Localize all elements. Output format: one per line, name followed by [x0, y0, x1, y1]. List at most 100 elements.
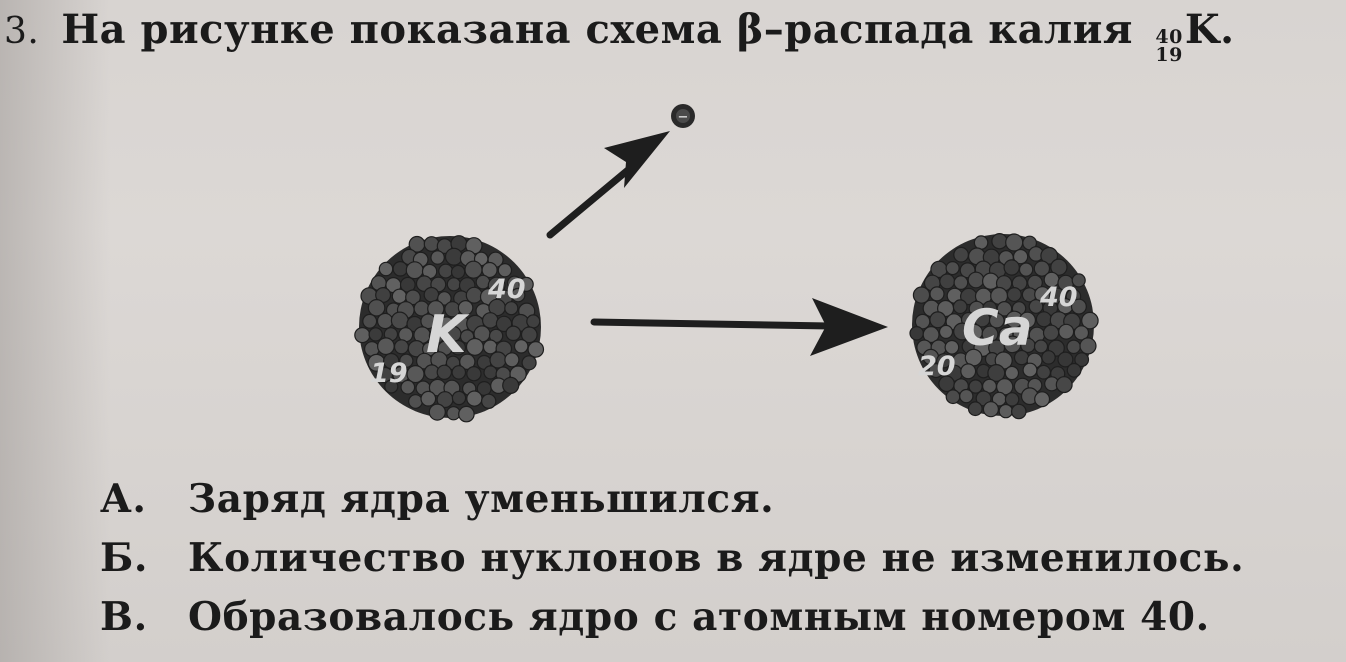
nucleon: [909, 325, 924, 341]
answer-letter: Б.: [100, 535, 149, 581]
nucleon: [406, 365, 425, 384]
nucleon: [466, 390, 483, 407]
nucleon: [377, 337, 395, 356]
nucleon: [960, 363, 977, 380]
nucleon: [1071, 273, 1086, 288]
answer-text: Заряд ядра уменьшился.: [188, 476, 775, 522]
potassium-atomic-number: 19: [370, 358, 408, 389]
nucleon: [420, 313, 437, 330]
nucleon: [953, 246, 969, 263]
page-shadow: [0, 0, 110, 662]
question-text: 3.На рисунке показана схема β–распада ка…: [4, 6, 1235, 66]
nucleon: [383, 352, 400, 370]
nucleon: [451, 365, 467, 380]
nucleon: [481, 261, 498, 279]
electron-charge-sign: −: [678, 110, 689, 125]
nucleon: [390, 311, 409, 330]
electron-emission-arrow: [546, 131, 670, 239]
nucleon: [936, 353, 952, 369]
nucleon: [450, 339, 466, 356]
nucleon: [400, 379, 416, 395]
reaction-arrow: [590, 298, 888, 356]
nucleon: [1079, 337, 1097, 355]
nucleon: [959, 388, 974, 404]
nucleon: [1018, 311, 1037, 329]
nucleon: [362, 313, 378, 329]
nucleon: [518, 276, 534, 292]
answer-text: Количество нуклонов в ядре не изменилось…: [188, 535, 1245, 581]
nucleon: [428, 403, 446, 421]
nucleon: [1033, 260, 1051, 277]
nucleon: [1057, 351, 1074, 368]
nucleon: [393, 339, 410, 355]
nuclide-symbol: K: [1184, 6, 1221, 53]
nucleon: [1003, 259, 1020, 276]
answer-letter: В.: [100, 594, 148, 640]
nucleon: [1004, 365, 1020, 381]
nucleon: [457, 299, 474, 316]
nucleon: [446, 277, 461, 292]
nucleon: [444, 247, 463, 266]
nucleon: [1055, 376, 1073, 394]
nucleon: [423, 236, 440, 252]
calcium-nucleons: [909, 232, 1099, 420]
potassium-symbol: K: [426, 305, 470, 365]
nucleon: [996, 300, 1013, 317]
nucleon: [945, 389, 961, 405]
nucleon: [458, 405, 475, 423]
nucleon: [513, 338, 529, 354]
nucleon: [1050, 258, 1068, 276]
nucleon: [1035, 311, 1053, 328]
calcium-symbol: Ca: [962, 299, 1032, 357]
nucleon: [427, 300, 445, 318]
nucleon: [408, 394, 423, 409]
nucleon: [967, 401, 983, 417]
nucleon: [982, 300, 998, 316]
nucleon: [929, 286, 945, 302]
nuclide-notation: 40 19 K.: [1155, 6, 1234, 66]
nucleon: [504, 352, 520, 368]
nucleon: [420, 390, 437, 407]
question-number: 3.: [4, 11, 40, 52]
nucleon: [354, 327, 371, 344]
nucleon: [945, 261, 960, 276]
nucleon: [510, 287, 526, 303]
nucleon: [939, 273, 956, 290]
nucleon: [384, 379, 399, 394]
electron-icon: −: [671, 104, 695, 128]
nucleon: [1006, 287, 1022, 303]
nucleon: [1010, 403, 1027, 420]
nucleon: [1012, 248, 1029, 265]
nucleon: [399, 353, 414, 368]
nucleon: [451, 390, 467, 406]
nucleon: [987, 364, 1006, 383]
nucleon: [368, 327, 383, 342]
calcium-nucleus: Ca 40 20: [909, 232, 1099, 420]
nucleon: [982, 401, 1000, 418]
nucleon: [1066, 339, 1081, 355]
nucleon: [1004, 392, 1020, 407]
nucleon: [526, 314, 541, 329]
nucleon: [953, 275, 969, 291]
nucleon: [437, 291, 452, 306]
nucleon: [521, 355, 537, 371]
nucleon: [405, 261, 424, 280]
nucleon: [367, 298, 386, 317]
calcium-mass-number: 40: [1039, 282, 1078, 313]
nucleon: [1073, 325, 1090, 341]
nuclide-atomic-number: 19: [1155, 44, 1183, 66]
nucleon: [1070, 298, 1087, 315]
nucleon: [1042, 324, 1060, 341]
answer-letter: А.: [100, 476, 147, 522]
potassium-mass-number: 40: [487, 274, 526, 305]
nucleon: [988, 312, 1005, 329]
answer-text: Образовалось ядро с атомным номером 40.: [188, 594, 1210, 640]
nucleon: [1066, 362, 1082, 378]
nucleon: [423, 286, 440, 303]
nucleon: [376, 312, 394, 330]
nucleon: [928, 363, 944, 379]
nucleon: [1036, 364, 1051, 380]
nucleon: [944, 339, 960, 355]
nucleon: [991, 232, 1008, 250]
nucleon: [392, 260, 409, 277]
